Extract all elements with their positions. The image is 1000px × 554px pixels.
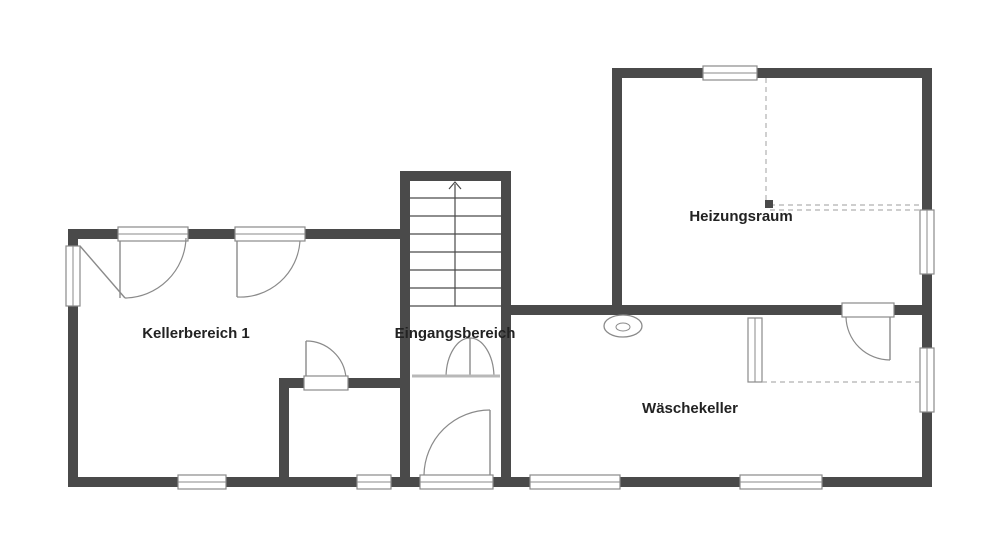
room-label-heizungsraum: Heizungsraum [689, 208, 792, 225]
window-keller-top-1 [117, 226, 189, 242]
stair-arrow-icon [448, 181, 462, 190]
staircase [410, 181, 501, 307]
window-waesche-bottom-1 [529, 474, 621, 490]
window-keller-left [65, 245, 81, 307]
wall-stair-right [501, 171, 511, 487]
window-keller-bottom [177, 474, 227, 490]
window-entry-bottom [419, 474, 494, 490]
window-small-room-bottom [356, 474, 392, 490]
column-marker [765, 200, 773, 208]
door-entry-interior [412, 337, 500, 378]
wall-bottom-left [68, 477, 520, 487]
door-front [423, 409, 491, 476]
wall-middle-horizontal [501, 305, 932, 315]
wall-keller-left [68, 229, 78, 487]
door-small-room [303, 340, 349, 391]
window-waesche-right [919, 347, 935, 413]
doors [79, 237, 895, 476]
wall-bottom-right [501, 477, 932, 487]
window-keller-top-2 [234, 226, 306, 242]
fixtures [603, 78, 922, 383]
wall-heizung-left [612, 68, 622, 315]
door-heizung [841, 302, 895, 361]
wall-small-room-left [279, 378, 289, 487]
wall-stair-top [400, 171, 511, 181]
room-label-eingangsbereich: Eingangsbereich [395, 325, 516, 342]
room-label-waeschekeller: Wäschekeller [642, 400, 738, 417]
windows [65, 65, 935, 490]
wall-heizung-top [612, 68, 932, 78]
walls [68, 68, 932, 487]
wall-right [922, 68, 932, 487]
window-heizung-right [919, 209, 935, 275]
wall-stair-left [400, 171, 410, 487]
room-labels: Kellerbereich 1 Eingangsbereich Heizungs… [142, 208, 792, 417]
window-waesche-bottom-2 [739, 474, 823, 490]
sink-icon [603, 314, 643, 338]
room-label-kellerbereich: Kellerbereich 1 [142, 325, 250, 342]
door-keller-left [79, 237, 187, 299]
door-keller-top [236, 240, 301, 298]
window-heizung-top [702, 65, 758, 81]
